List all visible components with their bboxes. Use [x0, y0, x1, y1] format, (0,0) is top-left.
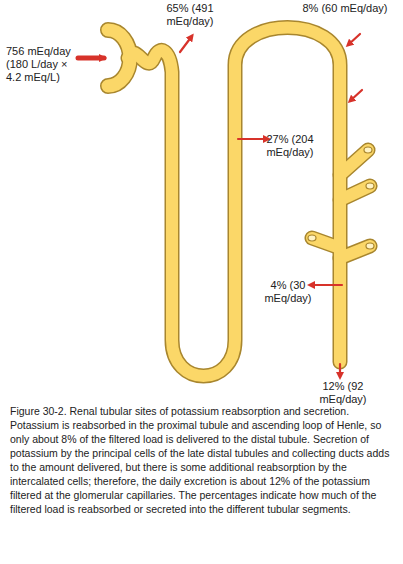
- figure-caption: Figure 30-2. Renal tubular sites of pota…: [10, 404, 394, 516]
- filtered-load-label: 756 mEq/day (180 L/day × 4.2 mEq/L): [6, 45, 80, 84]
- percent-label: 65% (491 mEq/day): [145, 2, 235, 28]
- percent-label: 4% (30 mEq/day): [250, 279, 326, 305]
- percent-label: 27% (204 mEq/day): [250, 133, 330, 159]
- percent-label: 12% (92 mEq/day): [300, 380, 386, 406]
- percent-label: 8% (60 mEq/day): [300, 2, 390, 15]
